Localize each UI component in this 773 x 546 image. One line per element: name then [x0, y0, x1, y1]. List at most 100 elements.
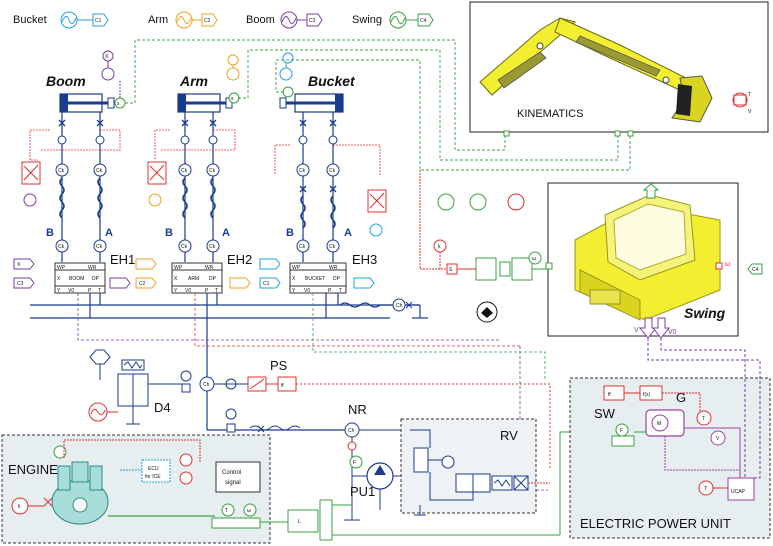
ucap-label: UCAP: [731, 489, 746, 495]
svg-text:Ck: Ck: [58, 244, 65, 250]
eh3-label: EH3: [352, 252, 377, 267]
svg-text:ARM: ARM: [188, 276, 199, 282]
svg-text:Ck: Ck: [181, 244, 188, 250]
hoses: [59, 177, 336, 229]
cab-model: [574, 194, 721, 321]
svg-text:Ch: Ch: [348, 428, 355, 434]
eh1-label: EH1: [110, 252, 135, 267]
legend: Bucket C1 Arm C2 Boom C3 Swing: [13, 11, 434, 29]
ucap-icon: [727, 477, 755, 501]
eh2-valve-body: [171, 262, 223, 294]
accumulator-icon: [89, 349, 111, 365]
svg-text:x: x: [231, 96, 234, 102]
svg-text:M: M: [657, 421, 661, 427]
target-icon: [507, 193, 525, 211]
legend-code-swing: C4: [420, 18, 427, 24]
svg-text:V: V: [748, 109, 752, 115]
legend-code-boom: C3: [309, 18, 316, 24]
svg-text:X: X: [174, 276, 178, 282]
svg-text:X: X: [292, 276, 296, 282]
svg-text:T: T: [98, 288, 101, 294]
svg-text:T: T: [225, 508, 228, 514]
ab-labels: B A B A B A: [46, 227, 352, 239]
swing-drive: k S ω: [419, 170, 548, 323]
svg-text:DP: DP: [209, 276, 217, 282]
eh1-valve: WP WR BOOM X DP Y V0 P T EH1: [54, 252, 135, 294]
svg-text:Ck: Ck: [299, 168, 306, 174]
svg-text:T: T: [748, 92, 751, 98]
connector-icon: [306, 13, 323, 27]
ecu-label: ECU: [148, 466, 159, 472]
eh-connectors: X C3 C2 C1: [13, 258, 375, 289]
svg-text:T: T: [215, 288, 218, 294]
legend-code-bucket: C1: [95, 18, 102, 24]
svg-text:ω: ω: [247, 508, 251, 514]
svg-text:C1: C1: [263, 281, 270, 287]
sine-source-icon: [61, 16, 77, 24]
svg-text:F: F: [353, 460, 356, 466]
arm-label: Arm: [179, 73, 208, 89]
eh3-valve-body: [289, 262, 347, 294]
svg-text:ω: ω: [532, 256, 536, 262]
svg-text:Ch: Ch: [396, 303, 403, 309]
svg-text:WR: WR: [88, 265, 97, 271]
svg-text:P: P: [328, 288, 332, 294]
svg-text:Ck: Ck: [96, 244, 103, 250]
rv-block: RV: [400, 418, 550, 516]
svg-text:BOOM: BOOM: [69, 276, 84, 282]
ecu-sublabel: for ICE: [145, 474, 161, 480]
position-sensor-icon: [732, 92, 748, 108]
svg-text:L: L: [298, 519, 301, 525]
nr-label: NR: [348, 402, 367, 417]
svg-text:WP: WP: [57, 265, 66, 271]
svg-text:ff: ff: [608, 392, 611, 398]
svg-text:WR: WR: [329, 265, 338, 271]
eh2-valve: WP WR ARM X DP Y V0 P T EH2: [171, 252, 252, 294]
svg-text:X: X: [17, 262, 21, 268]
connector-icon: [417, 13, 434, 27]
boom-actuator: Boom x X: [46, 50, 126, 113]
svg-text:X: X: [57, 276, 61, 282]
rv-label: RV: [500, 428, 518, 443]
svg-text:ff: ff: [281, 383, 284, 389]
svg-text:C2: C2: [139, 281, 146, 287]
bucket-label: Bucket: [308, 73, 356, 89]
engine-panel: ENGINE k ECU for ICE Control signal T ω: [1, 434, 271, 544]
motor-icon: M: [645, 409, 685, 437]
svg-text:V: V: [634, 327, 639, 334]
svg-text:WP: WP: [174, 265, 183, 271]
svg-text:T: T: [339, 288, 342, 294]
control-signal-label: Control: [222, 470, 241, 476]
svg-text:Ck: Ck: [329, 168, 336, 174]
control-signal-sublabel: signal: [225, 480, 241, 486]
bucket-actuator: Bucket: [279, 52, 356, 113]
d4-block: D4: [88, 349, 192, 425]
pu1-label: PU1: [350, 484, 375, 499]
legend-item-boom: Boom C3: [246, 11, 323, 29]
svg-text:A: A: [222, 227, 230, 239]
control-signal-lines: [77, 293, 548, 491]
svg-text:BUCKET: BUCKET: [305, 276, 325, 282]
line-components: Ck Ck Ck Ck Ck Ck Ck Ck Ck Ck: [21, 119, 387, 253]
svg-text:A: A: [105, 227, 113, 239]
ps-label: PS: [270, 358, 288, 373]
eh2-label: EH2: [227, 252, 252, 267]
legend-label-arm: Arm: [148, 14, 168, 26]
svg-text:Ck: Ck: [181, 168, 188, 174]
arm-actuator: Arm x: [177, 54, 240, 113]
svg-text:T: T: [704, 486, 707, 492]
svg-text:WP: WP: [292, 265, 301, 271]
excavator-arm-model: [479, 17, 713, 123]
connector-icon: [201, 13, 218, 27]
legend-code-arm: C2: [204, 18, 211, 24]
check-sensors-bottom: Ck Ck Ck Ck Ck Ck: [55, 239, 340, 253]
sine-source-icon: [176, 16, 192, 24]
svg-text:DP: DP: [92, 276, 100, 282]
dial-icon: [469, 193, 487, 211]
svg-text:Ck: Ck: [58, 168, 65, 174]
dial-icon: [437, 193, 455, 211]
svg-text:P: P: [88, 288, 92, 294]
svg-text:Ck: Ck: [329, 244, 336, 250]
svg-text:F: F: [620, 428, 623, 434]
g-label: G: [676, 390, 686, 405]
